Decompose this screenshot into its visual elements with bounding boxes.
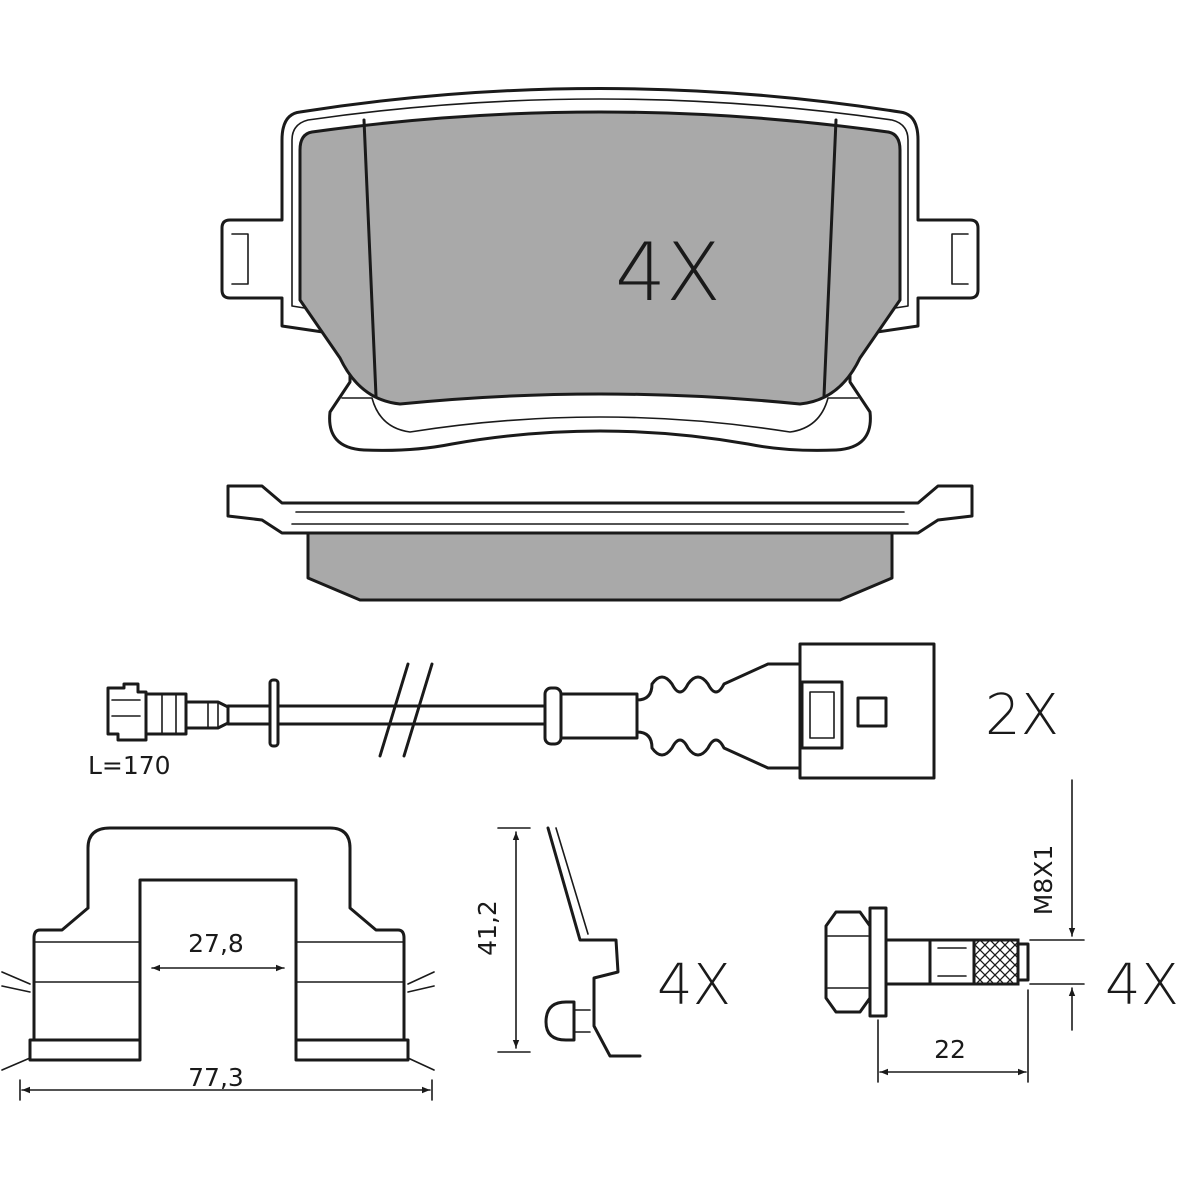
sensor-probe-head [106, 682, 148, 742]
wear-sensor: 2X L=170 [88, 642, 1059, 780]
pad-quantity-label: 4X [615, 226, 721, 319]
cable-break-mark [378, 662, 434, 758]
pad-friction-surface [298, 110, 902, 406]
wire-clip-spring-arm [546, 826, 642, 1058]
guide-bolt-length-label: 22 [934, 1035, 966, 1064]
guide-bolt-tip [1016, 942, 1030, 982]
wire-clip: 41,2 4X [473, 826, 731, 1058]
pad-side-backing-plate [226, 484, 974, 535]
sensor-cable-sleeve [559, 692, 639, 740]
spring-clip-foot-left [28, 1038, 142, 1062]
sensor-cable [226, 704, 547, 726]
clip-inner-width-label: 27,8 [188, 929, 244, 958]
wire-clip-height-label: 41,2 [473, 900, 502, 956]
wire-clip-quantity-label: 4X [657, 953, 731, 1018]
guide-bolt: M8X1 22 4X [824, 779, 1179, 1083]
sensor-cable-clip [268, 678, 280, 748]
brake-pad-front-view: 4X [220, 87, 980, 452]
sensor-length-label: L=170 [88, 751, 171, 780]
sensor-connector-pin-window [856, 696, 888, 728]
spring-clip-outline [32, 826, 406, 1060]
clip-outer-width-label: 77,3 [188, 1063, 244, 1092]
guide-bolt-thread-label: M8X1 [1029, 845, 1058, 916]
sensor-bellows [635, 662, 802, 770]
guide-bolt-knurled-thread [972, 938, 1020, 986]
guide-bolt-flange [868, 906, 888, 1018]
sensor-quantity-label: 2X [985, 683, 1059, 748]
sensor-connector-latch [800, 680, 844, 750]
guide-bolt-neck [928, 938, 976, 986]
spring-clip: 27,8 77,3 [1, 826, 435, 1101]
sensor-probe-body [144, 692, 188, 736]
guide-bolt-shank [884, 938, 932, 986]
sensor-grommet [543, 686, 563, 746]
guide-bolt-quantity-label: 4X [1105, 953, 1179, 1018]
brake-pad-side-view [226, 484, 974, 602]
wire-clip-eye [544, 1000, 576, 1042]
pad-side-friction [306, 531, 894, 602]
guide-bolt-hex-head [824, 910, 872, 1014]
spring-clip-foot-right [294, 1038, 410, 1062]
